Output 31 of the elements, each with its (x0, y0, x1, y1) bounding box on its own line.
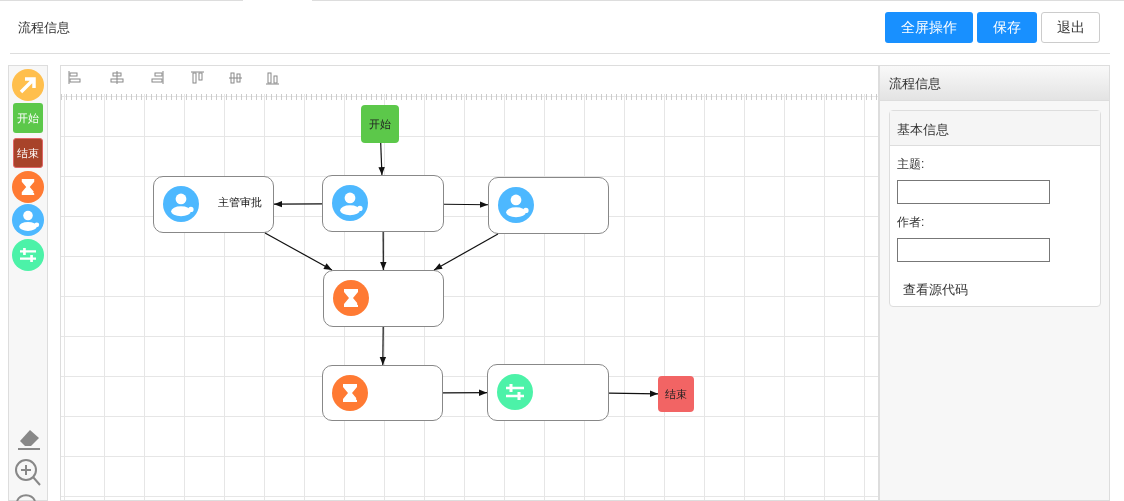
arrow (608, 390, 659, 397)
task-box (322, 365, 443, 421)
exit-button: 退出 (1041, 12, 1100, 43)
end-tool-button: 结束 (13, 138, 43, 168)
task-box (153, 176, 274, 233)
arrow (442, 389, 488, 396)
start-node (361, 105, 399, 143)
node-label: 主管审批 (218, 195, 262, 210)
arrow (379, 326, 387, 366)
task-box (323, 270, 444, 327)
arrow (433, 233, 499, 271)
arrow (273, 200, 323, 208)
task-box (487, 364, 609, 421)
field-label: 主题: (897, 156, 925, 173)
node-label: 开始 (368, 116, 392, 132)
arrow (264, 232, 333, 271)
node-label: 结束 (664, 386, 688, 402)
page-title: 流程信息 (18, 19, 70, 37)
task-box (322, 175, 444, 232)
card-title: 基本信息 (897, 121, 949, 139)
task-box (488, 177, 609, 234)
view-source-link: 查看源代码 (903, 281, 968, 299)
save-button: 保存 (977, 12, 1037, 43)
arrow (380, 231, 387, 271)
panel-title: 流程信息 (889, 75, 941, 93)
end-node (658, 376, 694, 412)
field-label: 作者: (897, 214, 925, 231)
arrow (378, 142, 385, 176)
start-tool-button: 开始 (13, 103, 43, 133)
fullscreen-button: 全屏操作 (885, 12, 973, 43)
arrow (443, 201, 489, 208)
